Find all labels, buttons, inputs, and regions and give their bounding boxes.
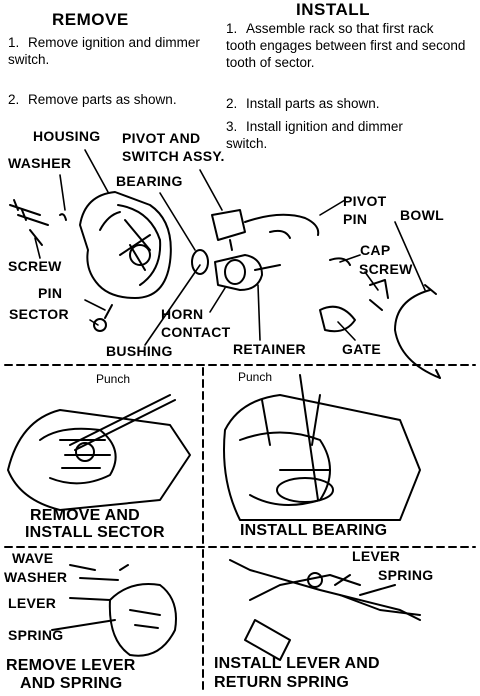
bearing-caption: INSTALL BEARING	[240, 522, 388, 539]
bearing-drawing	[191, 249, 281, 291]
label-bushing: BUSHING	[106, 343, 173, 359]
label-bowl: BOWL	[400, 207, 444, 223]
bearing-panel-drawing	[223, 374, 421, 521]
label-housing: HOUSING	[33, 128, 101, 144]
lever-install-lever: LEVER	[352, 548, 401, 564]
sector-caption-2: INSTALL SECTOR	[25, 524, 165, 541]
label-pin: PIN	[38, 285, 63, 301]
lever-install-spring: SPRING	[378, 567, 434, 583]
gate-drawing	[319, 257, 389, 333]
screw-drawing	[9, 199, 67, 246]
label-pivot-pin-2: PIN	[343, 211, 368, 227]
sector-caption-1: REMOVE AND	[30, 507, 140, 524]
label-gate: GATE	[342, 341, 382, 357]
lever-install-panel-drawing	[229, 559, 421, 661]
label-cap: CAP	[360, 242, 391, 258]
lever-remove-panel-drawing	[51, 564, 177, 657]
label-horn-contact-1: HORN	[161, 306, 204, 322]
label-pivot-switch-2: SWITCH ASSY.	[122, 148, 225, 164]
remove-heading: REMOVE	[52, 10, 129, 29]
label-screw-left: SCREW	[8, 258, 62, 274]
label-horn-contact-2: CONTACT	[161, 324, 231, 340]
lever-remove-lever: LEVER	[8, 595, 57, 611]
sector-punch-label: Punch	[96, 372, 131, 386]
panel-dividers	[4, 364, 476, 693]
sector-panel-drawing	[7, 394, 191, 511]
label-screw-right: SCREW	[359, 261, 413, 277]
label-pivot-pin-1: PIVOT	[343, 193, 387, 209]
remove-step-2: 2.Remove parts as shown.	[8, 92, 177, 107]
install-heading: INSTALL	[296, 0, 371, 19]
lever-remove-spring: SPRING	[8, 627, 64, 643]
lever-remove-caption-1: REMOVE LEVER	[6, 657, 136, 674]
bearing-punch-label: Punch	[238, 370, 273, 384]
sector-part-drawing	[93, 304, 113, 332]
lever-remove-wave: WAVE	[12, 550, 54, 566]
lever-install-caption-2: RETURN SPRING	[214, 674, 350, 691]
install-step-2: 2.Install parts as shown.	[226, 96, 380, 111]
leader-lines	[34, 149, 426, 346]
label-sector: SECTOR	[9, 306, 69, 322]
lever-remove-caption-2: AND SPRING	[20, 675, 123, 692]
lever-install-caption-1: INSTALL LEVER AND	[214, 655, 380, 672]
label-bearing: BEARING	[116, 173, 183, 189]
label-retainer: RETAINER	[233, 341, 306, 357]
label-washer: WASHER	[8, 155, 72, 171]
remove-step-1: 1.Remove ignition and dimmer switch.	[8, 35, 200, 67]
install-step-1: 1.Assemble rack so that first rack tooth…	[226, 21, 466, 70]
lever-remove-washer: WASHER	[4, 569, 68, 585]
bowl-drawing	[394, 289, 441, 379]
housing-drawing	[79, 191, 172, 299]
label-pivot-switch-1: PIVOT AND	[122, 130, 201, 146]
pivot-switch-drawing	[211, 209, 320, 251]
install-step-3: 3.Install ignition and dimmer switch.	[226, 119, 403, 151]
